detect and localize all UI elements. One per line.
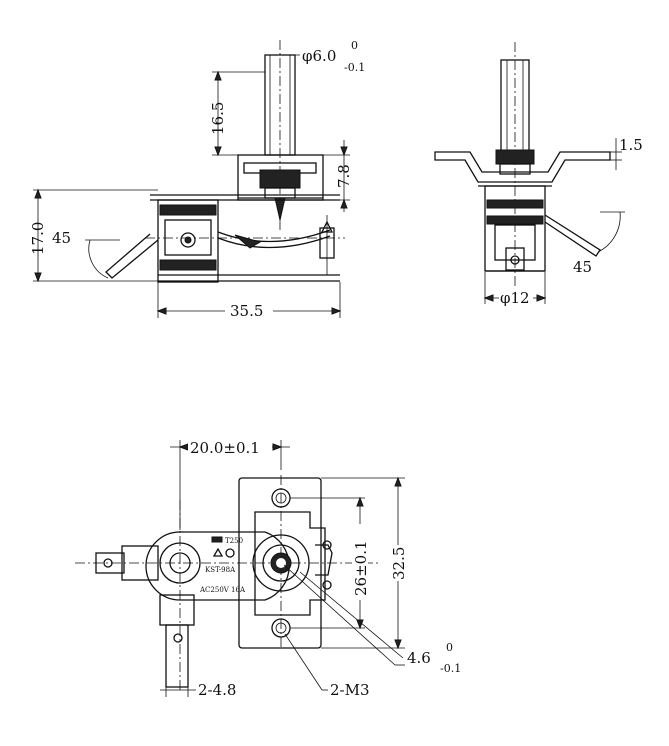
dim-body-diameter: φ12 (500, 289, 530, 307)
mounting-plate (238, 477, 322, 649)
knurled-nut (259, 169, 301, 189)
dim-shaft-diameter: φ6.0 (302, 47, 336, 65)
dim-bracket-height: 7.8 (335, 164, 353, 188)
adjusting-boss (252, 534, 310, 592)
dim-screw-holes: 2-M3 (330, 681, 370, 699)
dim-terminal-angle-side: 45 (52, 229, 71, 247)
svg-text:-0.1: -0.1 (440, 662, 461, 675)
dim-shaft-height: 16.5 (209, 102, 227, 135)
svg-text:0: 0 (446, 641, 453, 654)
dim-terminal-spacing: 20.0±0.1 (190, 439, 260, 457)
marking-rating: AC250V 16A (199, 586, 246, 594)
dim-slot-width: 4.6 (407, 649, 431, 667)
svg-text:-0.1: -0.1 (344, 61, 365, 74)
dim-hole-spacing: 26±0.1 (352, 540, 370, 596)
marking-model: KST-98A (205, 566, 236, 574)
dim-terminal-width: 2-4.8 (198, 681, 236, 699)
dim-terminal-angle-front: 45 (573, 258, 592, 276)
dim-body-length: 35.5 (230, 302, 263, 320)
svg-text:0: 0 (351, 39, 358, 52)
marking-temp: T250 (225, 537, 243, 545)
dim-total-height: 17.0 (29, 222, 47, 255)
body-stack (157, 199, 219, 283)
dim-plate-length: 32.5 (390, 547, 408, 580)
top-view: T250 KST-98A AC250V 16A 20.0±0.1 26±0.1 … (75, 438, 461, 699)
dim-bracket-thickness: 1.5 (619, 136, 643, 154)
front-view: 1.5 φ12 45 (434, 42, 643, 307)
bimetal-disc (217, 229, 331, 243)
side-view: φ6.0 0 -0.1 16.5 7.8 17.0 45 35.5 (29, 39, 365, 320)
